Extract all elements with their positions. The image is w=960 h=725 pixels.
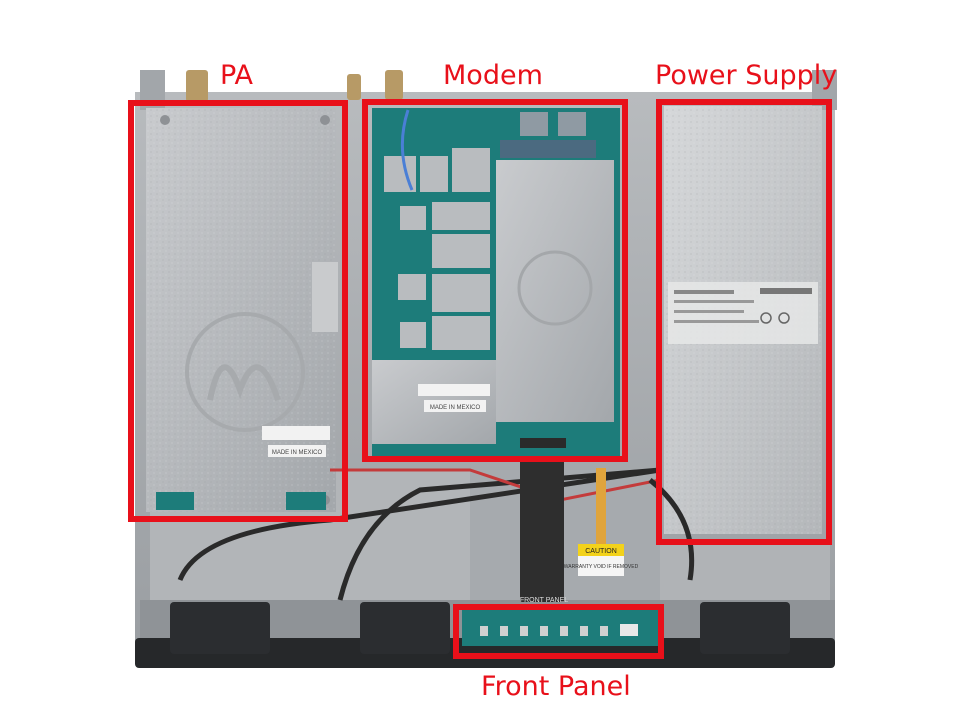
front-panel-label: Front Panel (481, 671, 631, 702)
pa-sticker-text: MADE IN MEXICO (272, 450, 323, 456)
caution-text: CAUTION (585, 548, 617, 555)
pa-module: MADE IN MEXICO (146, 108, 338, 512)
warranty-text: WARRANTY VOID IF REMOVED (564, 564, 639, 570)
modem-label: Modem (443, 60, 543, 91)
modem-sticker-text: MADE IN MEXICO (430, 405, 481, 411)
power-supply-label: Power Supply (655, 60, 838, 91)
pa-label: PA (220, 60, 254, 91)
power-supply-unit (664, 106, 822, 534)
rf-connectors (186, 70, 403, 102)
front-panel-board (462, 610, 658, 646)
caution-sticker: CAUTION WARRANTY VOID IF REMOVED (564, 544, 639, 576)
ribbon-label: FRONT PANEL (520, 597, 568, 604)
modem-board: MADE IN MEXICO (372, 108, 620, 456)
